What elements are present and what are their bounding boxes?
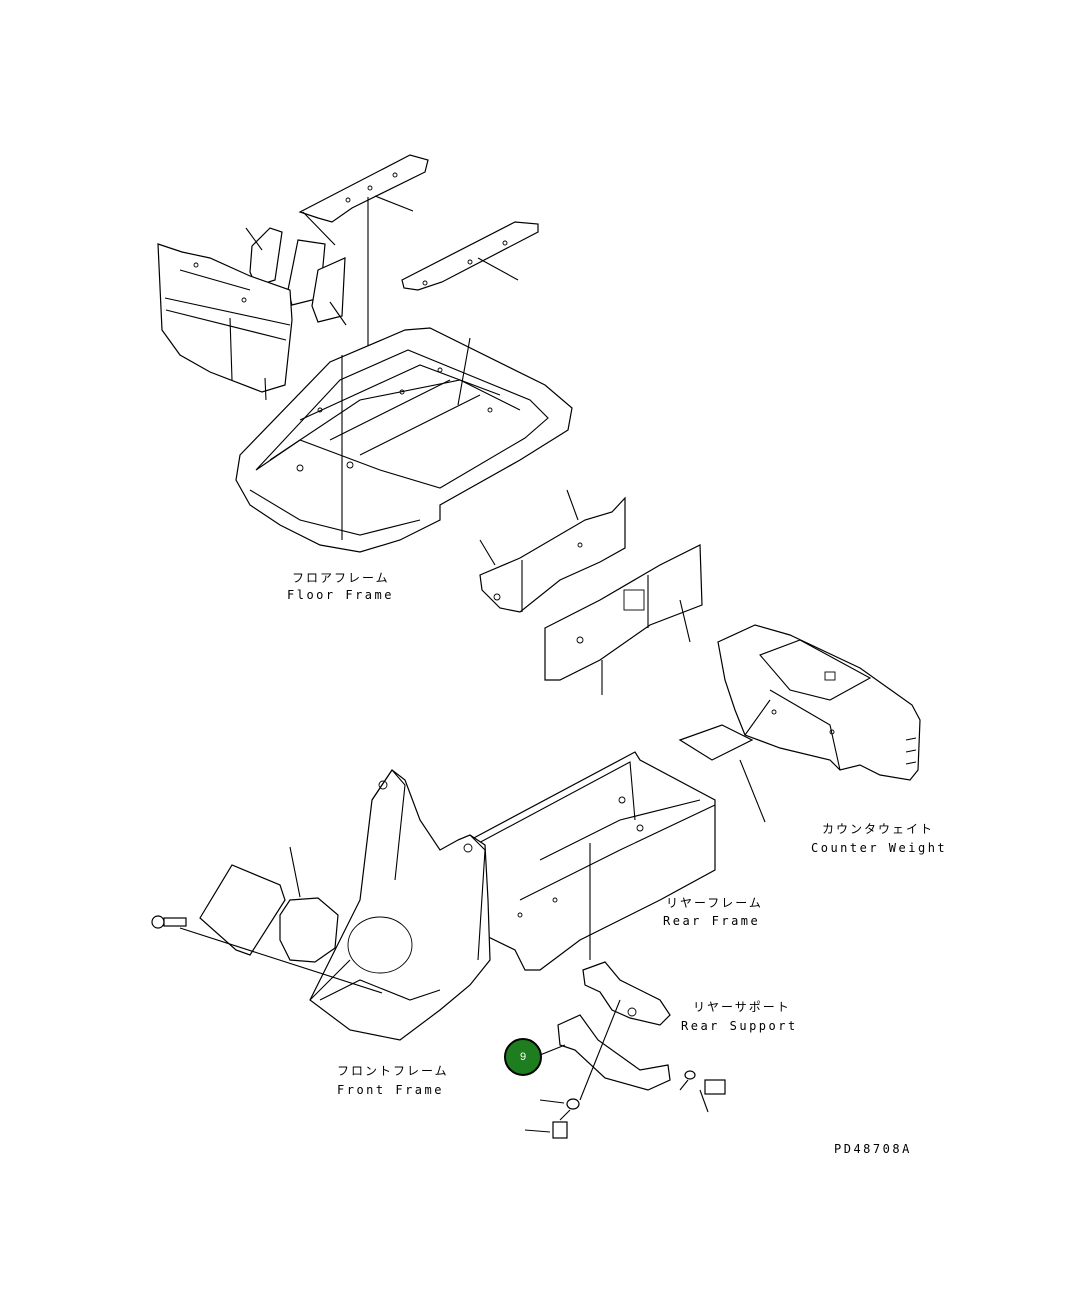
floor-mat-front <box>157 243 293 401</box>
front-frame-label-en: Front Frame <box>337 1083 444 1097</box>
counter-weight-label-en: Counter Weight <box>811 841 948 855</box>
counter-weight-label-ja: カウンタウェイト <box>822 822 935 836</box>
rear-frame <box>469 751 716 971</box>
bracket-part-9 <box>539 1014 671 1091</box>
side-panel-upper <box>479 489 626 613</box>
counter-weight <box>717 624 921 781</box>
floor-frame-label-en: Floor Frame <box>287 588 394 602</box>
side-panel-lower <box>544 544 703 695</box>
rear-frame-label-en: Rear Frame <box>663 914 761 928</box>
rear-support-label-en: Rear Support <box>681 1019 798 1033</box>
floor-inserts <box>245 211 347 326</box>
cover-plate-octagon <box>279 846 339 963</box>
front-frame-label-ja: フロントフレーム <box>337 1064 449 1078</box>
cover-plate-square <box>199 864 286 956</box>
callout-part-9[interactable]: 9 <box>504 1038 542 1076</box>
floor-plate-right <box>401 221 539 291</box>
floor-frame <box>235 327 573 553</box>
front-frame <box>309 769 491 1041</box>
floor-frame-label-ja: フロアフレーム <box>292 571 390 585</box>
counter-weight-pad <box>678 724 766 823</box>
drawing-number: PD48708A <box>834 1142 912 1156</box>
rear-support-label-ja: リヤーサポート <box>693 1000 791 1014</box>
fasteners <box>524 999 726 1139</box>
bolt-left <box>151 915 383 994</box>
rear-frame-label-ja: リヤーフレーム <box>666 896 763 910</box>
rear-support <box>582 961 671 1026</box>
